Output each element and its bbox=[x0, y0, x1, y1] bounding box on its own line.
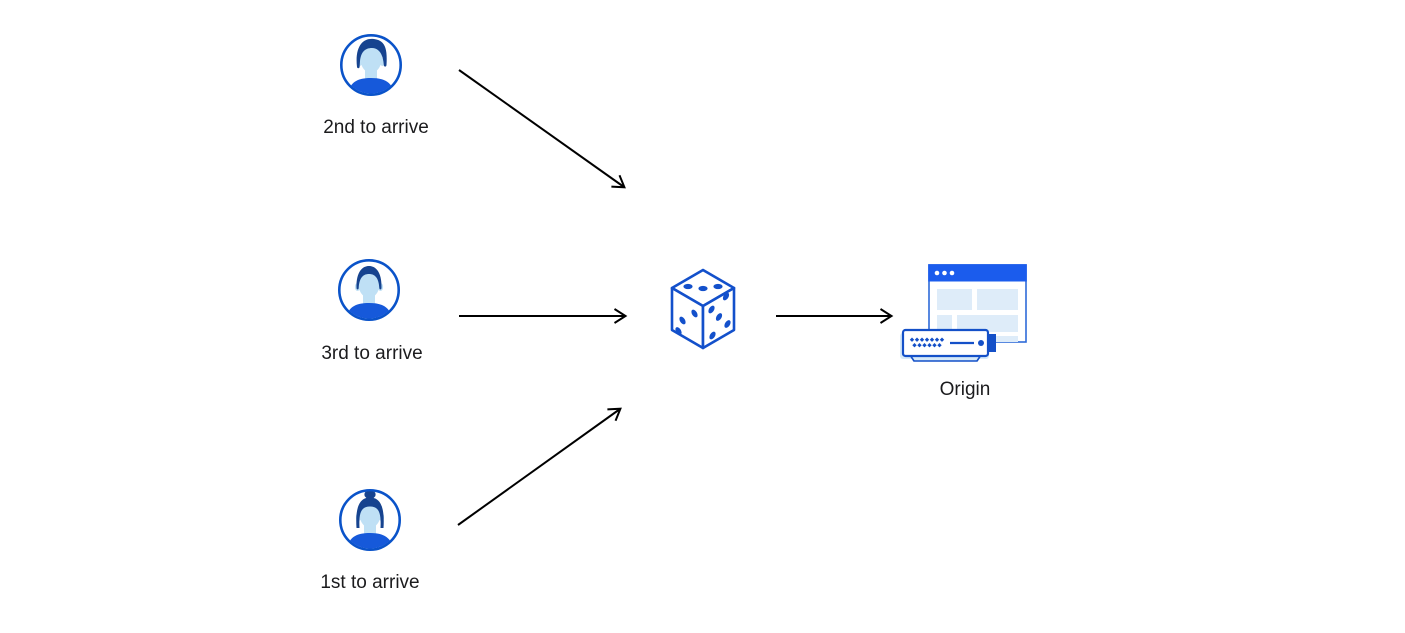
dice-icon bbox=[670, 268, 736, 350]
origin-server-icon bbox=[900, 264, 1027, 362]
server-box bbox=[900, 328, 996, 362]
origin-label: Origin bbox=[939, 379, 991, 400]
avatar-woman-bun-icon bbox=[338, 488, 402, 552]
visitor-label-3rd: 3rd to arrive bbox=[321, 343, 423, 364]
arrow-bottom-visitor-to-dice bbox=[457, 407, 622, 526]
server-vent-dots bbox=[909, 337, 945, 348]
avatar-man-short-hair-icon bbox=[337, 258, 401, 322]
arrow-top-visitor-to-dice bbox=[458, 69, 626, 189]
dice-pips bbox=[675, 283, 731, 340]
visitor-label-2nd: 2nd to arrive bbox=[323, 117, 429, 138]
visitor-label-1st: 1st to arrive bbox=[320, 572, 420, 593]
avatar-bust bbox=[346, 491, 394, 549]
avatar-man-quiff-icon bbox=[339, 33, 403, 97]
